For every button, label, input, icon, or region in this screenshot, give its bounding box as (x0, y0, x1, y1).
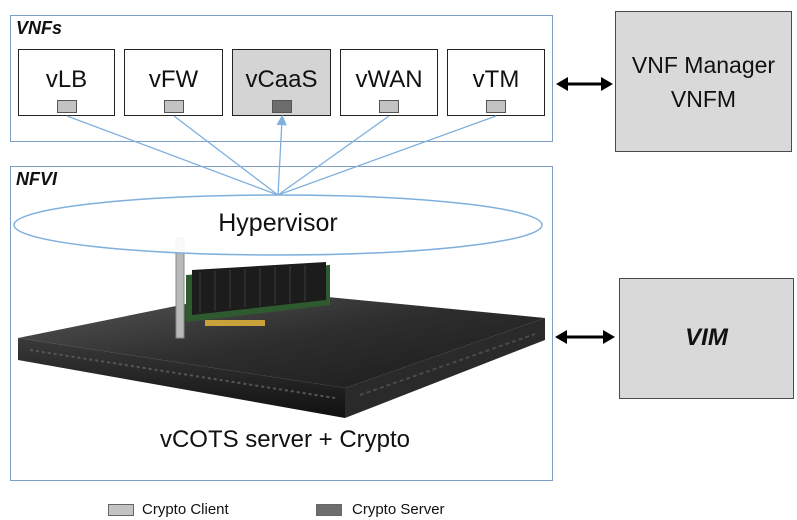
connector-vcaas (276, 114, 287, 196)
server-side (345, 318, 545, 418)
vim-box[interactable]: VIM (619, 278, 794, 399)
crypto-client-chip (163, 100, 184, 113)
crypto-client-chip (56, 100, 77, 113)
crypto-server-chip (271, 100, 292, 113)
server-caption: vCOTS server + Crypto (159, 426, 411, 453)
card-heatsink (192, 262, 326, 315)
connector-vtm (277, 115, 497, 196)
legend-server-swatch (316, 504, 342, 516)
card-connector (205, 320, 265, 326)
vnf-manager-box[interactable]: VNF Manager VNFM (615, 11, 792, 152)
crypto-card-illustration (175, 237, 330, 339)
vnf-box-vwan[interactable]: vWAN (340, 49, 438, 116)
legend-client-label: Crypto Client (142, 501, 229, 518)
vnf-label: vCaaS (245, 66, 318, 93)
vnf-label: vTM (472, 66, 520, 93)
vnf-label: vFW (148, 66, 199, 93)
nfvi-title: NFVI (16, 169, 58, 189)
vnf-manager-label: VNF Manager (631, 52, 776, 78)
vnf-box-vlb[interactable]: vLB (18, 49, 115, 116)
vnf-box-vfw[interactable]: vFW (124, 49, 223, 116)
legend-server-label: Crypto Server (352, 501, 445, 518)
connector-vlb (66, 115, 279, 196)
vnf-label: vWAN (355, 66, 423, 93)
vnfs-title: VNFs (16, 18, 63, 38)
hypervisor-label: Hypervisor (218, 209, 338, 237)
vim-label: VIM (685, 324, 728, 351)
server-front (18, 338, 345, 418)
vim-link-arrow (555, 330, 615, 344)
vnfm-link-arrow (556, 77, 613, 91)
hypervisor-ellipse (13, 194, 543, 256)
connector-vwan (277, 115, 390, 196)
connector-vfw (173, 115, 279, 196)
legend-client-swatch (108, 504, 134, 516)
server-top (18, 290, 545, 388)
connector-lines (66, 114, 497, 196)
vnf-label: vLB (45, 66, 88, 93)
crypto-client-chip (486, 100, 506, 113)
vnfm-label: VNFM (670, 86, 737, 112)
vnf-box-vtm[interactable]: vTM (447, 49, 545, 116)
server-illustration (18, 290, 545, 418)
crypto-client-chip (379, 100, 399, 113)
